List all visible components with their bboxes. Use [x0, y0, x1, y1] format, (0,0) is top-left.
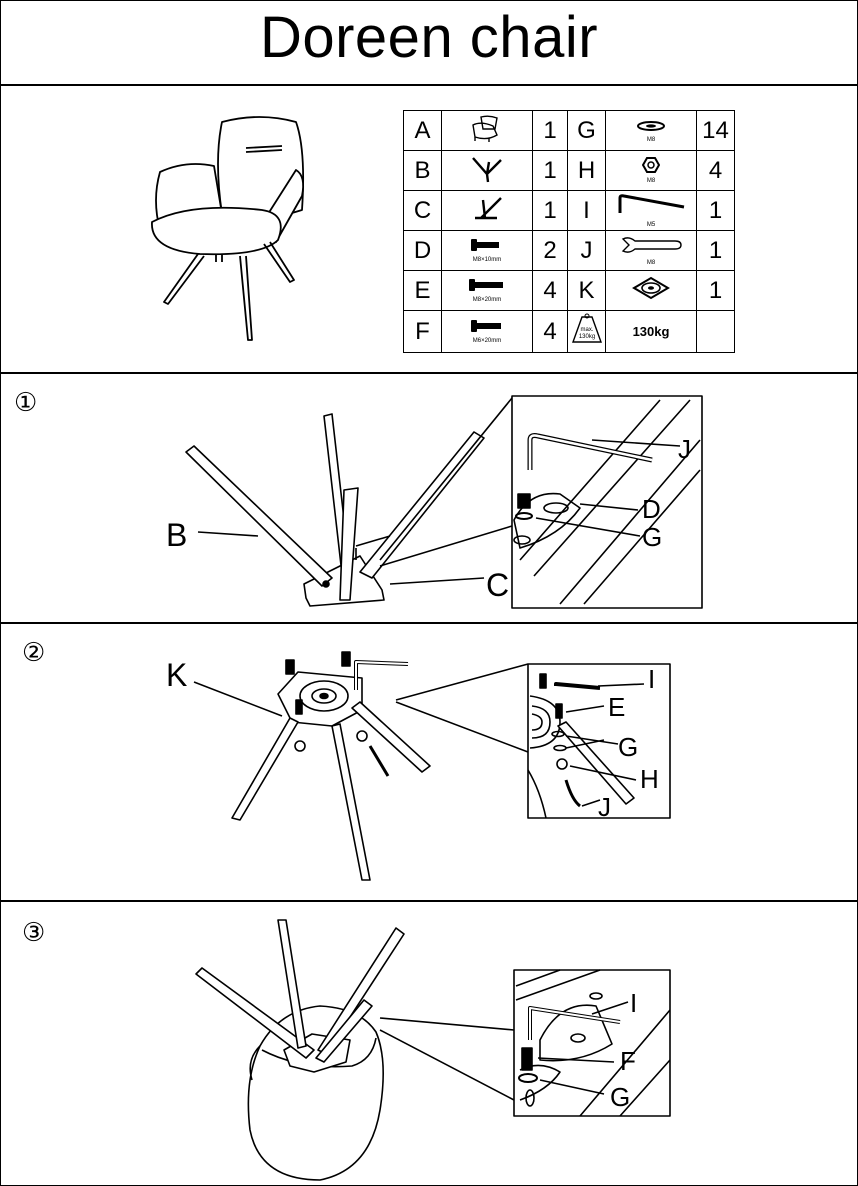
- table-row: C 1 I M5 1: [403, 190, 735, 231]
- label-I: I: [648, 664, 655, 694]
- bolt-icon: M6×20mm: [441, 310, 533, 353]
- divider: [0, 622, 858, 624]
- label-C: C: [486, 567, 509, 603]
- label-E: E: [608, 692, 625, 722]
- label-I: I: [630, 988, 637, 1018]
- svg-text:130kg: 130kg: [578, 334, 594, 340]
- divider: [0, 900, 858, 902]
- label-H: H: [640, 764, 659, 794]
- step-number: ③: [22, 918, 46, 948]
- allen-key-icon: M5: [605, 190, 697, 231]
- divider: [0, 372, 858, 374]
- seat-icon: [441, 110, 533, 151]
- label-G: G: [618, 732, 638, 762]
- label-F: F: [620, 1046, 636, 1076]
- label-G: G: [610, 1082, 630, 1112]
- table-row: B 1 H M8 4: [403, 150, 735, 191]
- label-K: K: [166, 657, 187, 693]
- table-row: A 1 G M8 14: [403, 110, 735, 151]
- parts-table: A 1 G M8 14 B 1 H M8 4 C 1 I M5: [403, 110, 735, 353]
- label-J: J: [678, 434, 691, 464]
- table-row: D M8×10mm 2 J M8 1: [403, 230, 735, 271]
- label-B: B: [166, 517, 187, 553]
- label-G: G: [642, 522, 662, 552]
- step-number: ①: [14, 388, 38, 418]
- label-D: D: [642, 494, 661, 524]
- step-number: ②: [22, 638, 46, 668]
- svg-text:max.: max.: [580, 327, 593, 333]
- table-row: F M6×20mm 4 max.130kg 130kg: [403, 310, 735, 353]
- label-J: J: [598, 792, 611, 822]
- weight-icon: max.130kg: [567, 310, 606, 353]
- wrench-icon: M8: [605, 230, 697, 271]
- max-load-value: 130kg: [605, 310, 697, 353]
- divider: [0, 84, 858, 86]
- page-title: Doreen chair: [259, 5, 599, 70]
